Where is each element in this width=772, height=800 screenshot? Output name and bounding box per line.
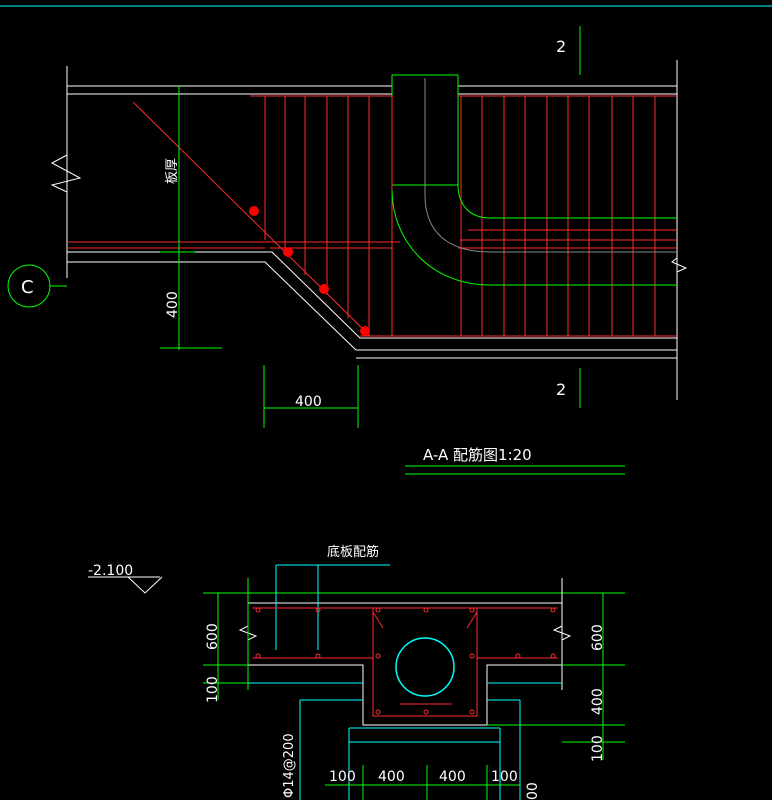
slab-bottom-line-1 xyxy=(67,251,677,339)
dim-right-mid-text: 400 xyxy=(590,688,606,715)
section-mark-bottom: 2 xyxy=(556,380,566,399)
pipe-curve-inner xyxy=(457,184,677,219)
elevation-label: -2.100 xyxy=(88,563,133,579)
axis-label: C xyxy=(21,277,34,298)
rebar-spec: Φ14@200 xyxy=(282,733,297,798)
dim-bottom-extra: 00 xyxy=(525,782,541,800)
pipe-circle xyxy=(395,637,455,697)
dim-right-bot-text: 100 xyxy=(590,735,606,762)
dim-bottom-1: 100 xyxy=(329,769,356,785)
dim-bottom-4: 100 xyxy=(491,769,518,785)
elevation-triangle xyxy=(127,576,163,594)
break-right xyxy=(552,625,572,641)
dim-left-mid-text: 100 xyxy=(205,676,221,703)
dim-horizontal-text: 400 xyxy=(295,394,322,410)
trench-outline xyxy=(248,664,562,726)
slab-bottom-line-2 xyxy=(67,261,677,351)
dim-bottom-2: 400 xyxy=(378,769,405,785)
section-aa-drawing xyxy=(7,26,688,475)
pipe-curve-outer xyxy=(391,189,677,286)
rebar-verticals xyxy=(264,96,656,336)
bottom-rebar-label: 底板配筋 xyxy=(327,544,379,560)
drawing-title: A-A 配筋图1:20 xyxy=(423,446,532,464)
break-line-left xyxy=(50,154,82,193)
dim-vertical-text: 400 xyxy=(165,291,181,318)
rebar-horizontals xyxy=(67,95,677,337)
dim-bottom-3: 400 xyxy=(439,769,466,785)
dim-left-top-text: 600 xyxy=(205,623,221,650)
dim-right-top-text: 600 xyxy=(590,624,606,651)
diagonal-rebar xyxy=(132,101,371,337)
pipe-centerline xyxy=(424,78,677,253)
break-line-right xyxy=(671,257,688,273)
slab-thickness-label: 板厚 xyxy=(165,158,180,184)
section-mark-top: 2 xyxy=(556,37,566,56)
rebar-dots xyxy=(255,607,556,715)
section-bottom-drawing xyxy=(88,564,625,800)
bar-dots xyxy=(249,206,370,336)
